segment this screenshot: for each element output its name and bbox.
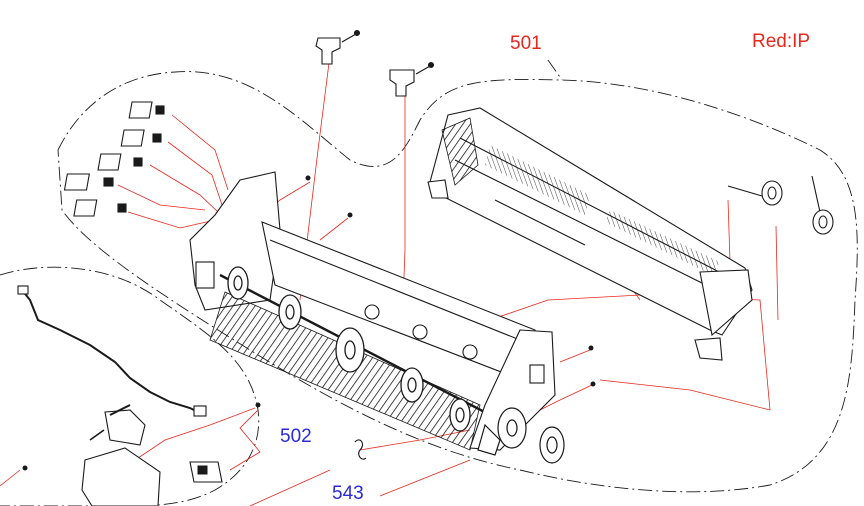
clip-4 <box>63 173 114 191</box>
callout-502: 502 <box>280 426 312 447</box>
right-small-parts <box>727 175 834 235</box>
callout-501: 501 <box>510 33 542 54</box>
group-outlines <box>0 59 858 506</box>
cover-body <box>429 107 753 336</box>
holder-plate <box>81 447 161 506</box>
clip-1 <box>128 101 165 119</box>
assembly-502 <box>17 285 223 506</box>
legend-red-ip: Red:IP <box>752 31 811 52</box>
cover-assembly-501 <box>427 107 753 361</box>
outline-lower-left-group <box>0 266 260 506</box>
spring-543 <box>354 439 367 460</box>
upper-clips <box>63 101 165 217</box>
clip-5 <box>73 199 127 217</box>
right-side-plate <box>469 329 556 451</box>
callout-543: 543 <box>332 483 364 504</box>
sensor-bracket <box>104 409 146 446</box>
rollers <box>227 266 471 432</box>
clip-2 <box>120 129 162 147</box>
gears <box>477 407 565 464</box>
frame-assembly <box>22 171 596 471</box>
cable-harness <box>21 289 199 413</box>
clip-3 <box>97 153 143 171</box>
outline-upper-left-group <box>57 71 858 493</box>
top-brackets <box>315 29 435 97</box>
screws <box>22 175 596 471</box>
